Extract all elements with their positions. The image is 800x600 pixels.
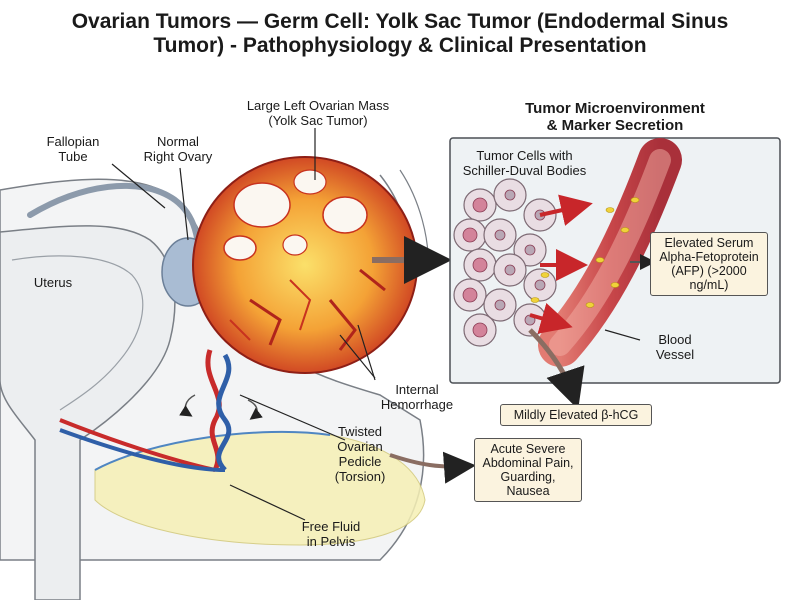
label-free-fluid: Free Fluid in Pelvis bbox=[301, 519, 361, 549]
label-micro-title: Tumor Microenvironment & Marker Secretio… bbox=[525, 100, 705, 134]
cell-nucleus bbox=[534, 279, 546, 291]
cell-nucleus bbox=[472, 322, 488, 338]
cell-nucleus bbox=[494, 299, 506, 311]
pain-box: Acute Severe Abdominal Pain, Guarding, N… bbox=[474, 438, 582, 502]
leader-lines bbox=[111, 128, 376, 521]
label-right-ovary: Normal Right Ovary bbox=[143, 134, 213, 164]
twisted-pedicle bbox=[59, 349, 263, 472]
label-internal-hemorrhage: Internal Hemorrhage bbox=[380, 382, 454, 412]
label-ovarian-mass: Large Left Ovarian Mass (Yolk Sac Tumor) bbox=[246, 98, 390, 128]
hcg-arrow bbox=[528, 328, 585, 410]
yolk-sac-tumor bbox=[192, 156, 418, 374]
cell-nucleus bbox=[504, 189, 516, 201]
label-tumor-cells: Tumor Cells with Schiller-Duval Bodies bbox=[462, 148, 587, 178]
afp-box: Elevated Serum Alpha-Fetoprotein (AFP) (… bbox=[650, 232, 768, 296]
hcg-box: Mildly Elevated β-hCG bbox=[500, 404, 652, 426]
vessel-leader bbox=[604, 329, 641, 341]
cell-nucleus bbox=[472, 197, 488, 213]
uterus-shape bbox=[0, 225, 176, 600]
cell-nucleus bbox=[472, 257, 488, 273]
cell-nucleus bbox=[462, 227, 478, 243]
label-blood-vessel: Blood Vessel bbox=[655, 332, 695, 362]
tumor-cells bbox=[453, 178, 557, 347]
cell-nucleus bbox=[524, 244, 536, 256]
cell-nucleus bbox=[504, 264, 516, 276]
label-twisted-pedicle: Twisted Ovarian Pedicle (Torsion) bbox=[334, 424, 386, 484]
cell-nucleus bbox=[494, 229, 506, 241]
afp-molecules bbox=[530, 197, 640, 308]
pain-arrow bbox=[389, 451, 476, 484]
cell-nucleus bbox=[462, 287, 478, 303]
label-uterus: Uterus bbox=[33, 275, 73, 290]
secretion-arrows bbox=[529, 194, 593, 334]
page-title: Ovarian Tumors — Germ Cell: Yolk Sac Tum… bbox=[71, 10, 729, 57]
label-fallopian-tube: Fallopian Tube bbox=[46, 134, 100, 164]
